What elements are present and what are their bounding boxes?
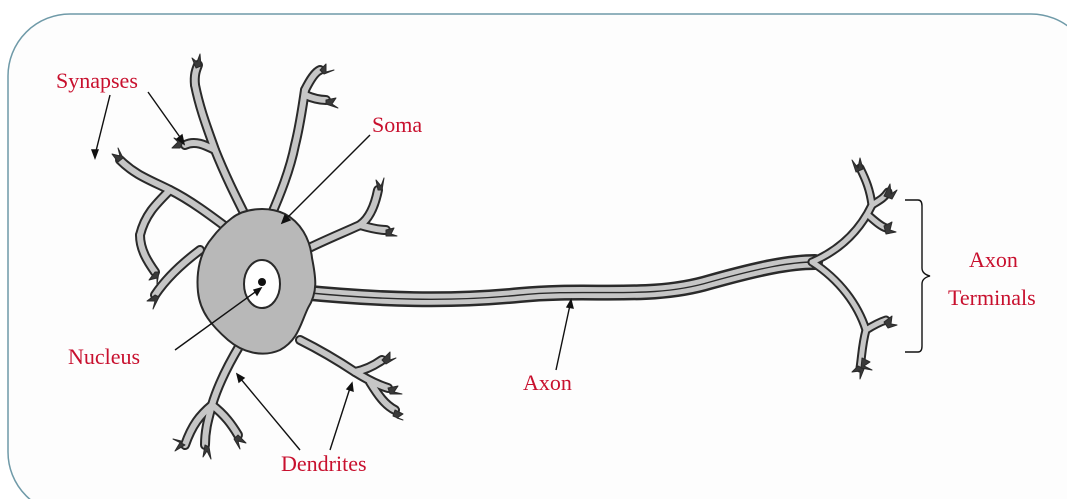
label-soma: Soma: [372, 112, 422, 137]
label-axon: Axon: [523, 370, 572, 395]
label-dendrites: Dendrites: [281, 451, 367, 476]
label-nucleus: Nucleus: [68, 344, 140, 369]
nucleus-shape: [244, 260, 280, 308]
label-synapses: Synapses: [56, 68, 138, 93]
label-axon-terminals-line2: Terminals: [948, 285, 1036, 310]
label-axon-terminals-line1: Axon: [969, 247, 1018, 272]
diagram-frame: [8, 14, 1067, 499]
